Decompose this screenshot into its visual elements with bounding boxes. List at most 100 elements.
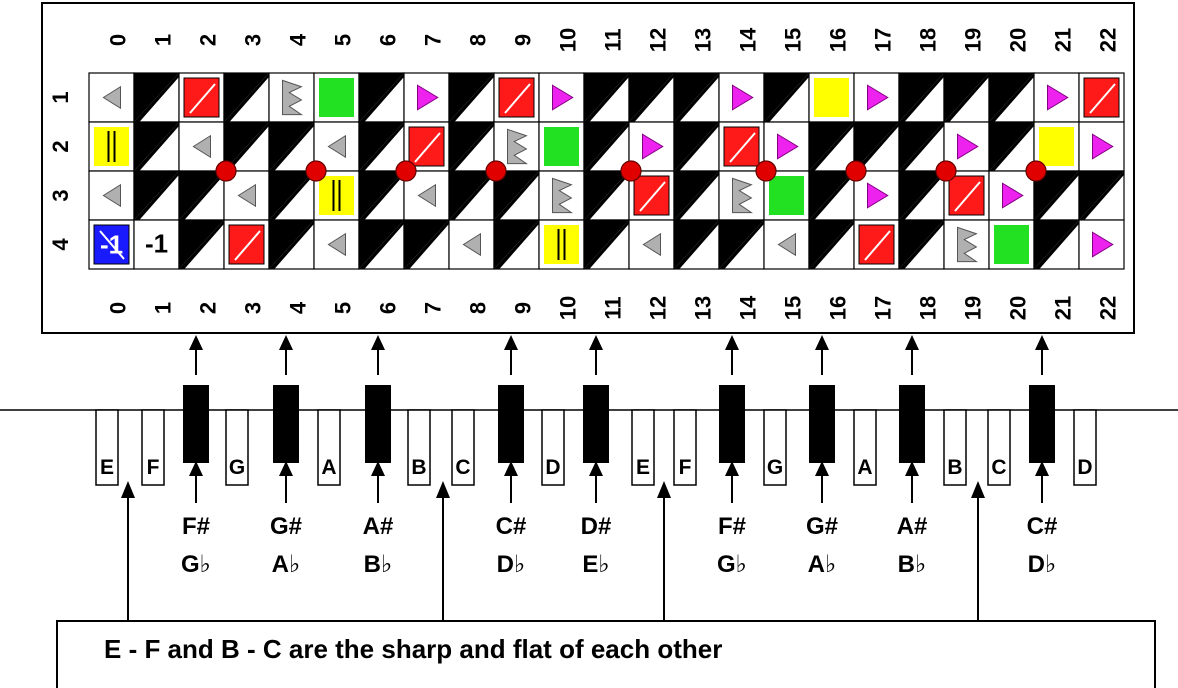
fret-number-top: 1	[150, 34, 175, 46]
cell-number: -1	[100, 230, 123, 260]
white-stripe	[864, 230, 891, 261]
fret-number-bottom: 8	[465, 302, 490, 314]
fret-cell	[808, 219, 855, 270]
yellow-square	[814, 78, 849, 117]
black-key	[183, 385, 209, 463]
green-square	[769, 176, 804, 215]
position-marker	[485, 160, 507, 182]
fret-number-bottom: 7	[420, 302, 445, 314]
white-key: D	[1073, 409, 1097, 486]
half-black-shape	[809, 122, 854, 171]
half-black-shape	[899, 122, 944, 171]
fret-cell	[583, 170, 630, 221]
white-key: E	[631, 409, 655, 486]
fret-cell	[313, 72, 360, 123]
white-key-body	[987, 409, 1011, 486]
fret-cell	[628, 72, 675, 123]
fret-cell	[223, 72, 270, 123]
fret-cell	[763, 72, 810, 123]
arrow-head	[504, 335, 518, 350]
red-square	[408, 126, 445, 167]
half-black-shape	[449, 122, 494, 171]
fret-cell	[898, 170, 945, 221]
white-stripe	[189, 83, 216, 114]
flat-label: A♭	[272, 550, 301, 578]
fret-cell	[403, 219, 450, 270]
fret-cell	[673, 72, 720, 123]
flat-label: G♭	[181, 550, 211, 578]
half-black-shape	[674, 73, 719, 122]
flat-label: G♭	[717, 550, 747, 578]
fret-cell	[493, 72, 540, 123]
fret-cell	[268, 219, 315, 270]
fret-number-bottom: 6	[375, 302, 400, 314]
fret-cell	[673, 170, 720, 221]
fret-cell	[448, 72, 495, 123]
note-pointer-arrow	[971, 481, 985, 620]
black-key-group: C#D♭	[1027, 335, 1058, 578]
fret-number-bottom: 9	[510, 302, 535, 314]
fret-number-top: 12	[645, 28, 670, 52]
magenta-triangle	[1047, 84, 1069, 111]
position-marker	[620, 160, 642, 182]
fret-cell	[88, 72, 135, 123]
half-black-shape	[494, 220, 539, 269]
gray-sawtooth	[732, 177, 754, 214]
arrow-head	[657, 481, 671, 498]
white-key-body	[631, 409, 655, 486]
fret-number-top: 16	[825, 28, 850, 52]
green-square	[319, 78, 354, 117]
red-square	[948, 175, 985, 216]
half-black-shape	[629, 73, 674, 122]
fret-cell	[718, 219, 765, 270]
white-key: D	[541, 409, 565, 486]
fret-cell	[358, 170, 405, 221]
flat-label: E♭	[582, 550, 609, 578]
half-black-shape	[269, 171, 314, 220]
fret-cell	[763, 219, 810, 270]
sharp-label: F#	[182, 513, 210, 540]
half-black-shape	[989, 73, 1034, 122]
sharp-label: C#	[1027, 513, 1058, 540]
white-key: B	[943, 409, 967, 486]
flat-label: B♭	[898, 550, 927, 578]
fret-number-bottom: 13	[690, 296, 715, 320]
note-text: E - F and B - C are the sharp and flat o…	[104, 634, 723, 664]
black-key	[365, 385, 391, 463]
half-black-shape	[359, 171, 404, 220]
position-marker	[845, 160, 867, 182]
flat-label: D♭	[497, 550, 526, 578]
fret-cell	[538, 170, 585, 221]
position-marker	[395, 160, 417, 182]
fret-cell	[88, 121, 135, 172]
white-key-label: A	[857, 456, 872, 479]
fret-cell	[178, 219, 225, 270]
gray-sawtooth	[552, 177, 574, 214]
black-key	[583, 385, 609, 463]
flat-label: B♭	[364, 550, 393, 578]
black-key	[809, 385, 835, 463]
fret-number-top: 2	[195, 34, 220, 46]
black-key	[273, 385, 299, 463]
magenta-triangle	[867, 84, 889, 111]
fret-cell	[358, 72, 405, 123]
arrow-head	[504, 461, 518, 476]
position-marker	[305, 160, 327, 182]
fret-number-bottom: 17	[870, 296, 895, 320]
white-stripe	[99, 230, 125, 260]
yellow-bars-square	[319, 176, 354, 215]
fret-cell	[178, 72, 225, 123]
half-black-shape	[584, 171, 629, 220]
white-key: C	[987, 409, 1011, 486]
red-square	[228, 224, 265, 265]
fret-cell	[808, 121, 855, 172]
fret-cell	[178, 170, 225, 221]
fret-cell	[1033, 72, 1080, 123]
half-black-shape	[449, 171, 494, 220]
half-black-shape	[449, 73, 494, 122]
fret-cell	[268, 72, 315, 123]
fret-number-bottom: 12	[645, 296, 670, 320]
fret-cell	[1078, 121, 1125, 172]
fret-cell	[718, 170, 765, 221]
